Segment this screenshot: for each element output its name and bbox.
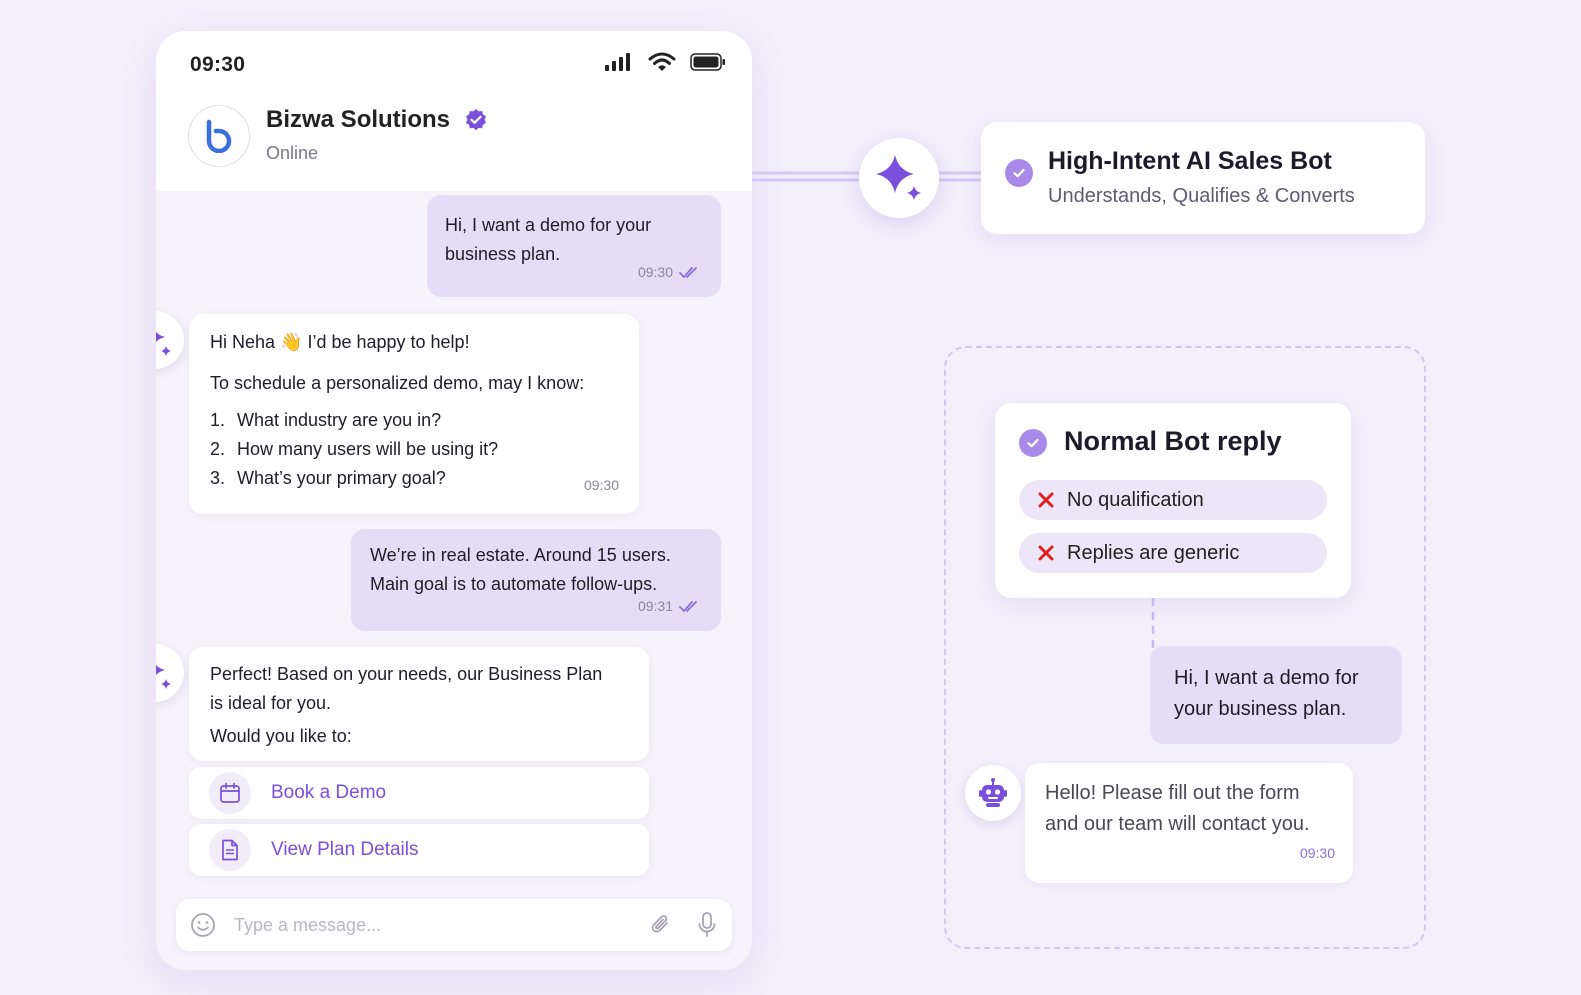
message-line: business plan.	[445, 244, 561, 264]
question-number: 3.	[210, 468, 226, 488]
message-meta: 09:30	[584, 471, 619, 500]
question-item: 2. How many users will be using it?	[210, 435, 618, 464]
view-plan-details-button[interactable]: View Plan Details	[189, 824, 649, 876]
check-icon	[1019, 429, 1047, 457]
message-time: 09:31	[637, 598, 673, 614]
outgoing-message[interactable]: Hi, I want a demo for your business plan…	[427, 195, 721, 297]
ai-card-title: High-Intent AI Sales Bot	[1048, 147, 1332, 175]
question-text: What industry are you in?	[237, 410, 442, 430]
contact-avatar[interactable]	[188, 105, 250, 167]
message-line: and our team will contact you.	[1045, 813, 1310, 835]
message-time: 09:30	[637, 264, 673, 280]
message-input[interactable]	[234, 914, 648, 936]
normal-bot-card: Normal Bot reply No qualification Replie…	[995, 403, 1351, 598]
calendar-icon	[209, 772, 251, 814]
phone-mockup: 09:30 Bizwa Solutions Online	[156, 31, 752, 970]
greeting-text: Hi Neha 👋 I’d be happy to help!	[210, 332, 470, 352]
message-line: your business plan.	[1174, 698, 1347, 720]
dashed-connector	[1151, 598, 1155, 648]
outgoing-message[interactable]: We’re in real estate. Around 15 users. M…	[351, 529, 721, 631]
ai-card-subtitle: Understands, Qualifies & Converts	[1048, 185, 1355, 207]
message-time: 09:30	[1299, 845, 1335, 861]
message-line: Hi, I want a demo for	[1174, 667, 1359, 689]
double-check-icon	[679, 266, 697, 278]
message-line: Would you like to:	[210, 726, 352, 746]
message-line: Perfect! Based on your needs, our Busine…	[210, 664, 603, 684]
document-icon	[209, 829, 251, 871]
question-number: 1.	[210, 410, 226, 430]
status-bar-time: 09:30	[190, 53, 246, 76]
message-line: We’re in real estate. Around 15 users.	[370, 545, 671, 565]
issue-text: Replies are generic	[1067, 541, 1240, 564]
issue-text: No qualification	[1067, 488, 1204, 511]
ai-sparkle-badge	[859, 138, 939, 218]
battery-icon	[690, 53, 725, 71]
bizwa-logo-icon	[206, 119, 232, 153]
message-meta: 09:31	[638, 592, 701, 621]
status-bar-icons	[604, 51, 726, 73]
incoming-message[interactable]: Hi Neha 👋 I’d be happy to help! To sched…	[189, 314, 639, 514]
signal-icon	[605, 53, 630, 71]
contact-name-text: Bizwa Solutions	[266, 106, 451, 133]
message-time: 09:30	[583, 477, 619, 493]
cross-icon	[1038, 492, 1054, 508]
contact-status: Online	[266, 143, 319, 163]
message-meta: 09:30	[638, 258, 701, 287]
book-demo-button[interactable]: Book a Demo	[189, 767, 649, 819]
question-text: How many users will be using it?	[237, 439, 499, 459]
normal-user-message: Hi, I want a demo for your business plan…	[1150, 646, 1402, 744]
issue-pill: Replies are generic	[1019, 533, 1327, 573]
normal-card-title: Normal Bot reply	[1064, 426, 1282, 456]
question-item: 1. What industry are you in?	[210, 406, 618, 435]
view-plan-details-label: View Plan Details	[271, 839, 419, 860]
question-item: 3. What’s your primary goal?	[210, 464, 618, 493]
ai-sales-bot-card: High-Intent AI Sales Bot Understands, Qu…	[981, 122, 1425, 234]
sparkle-icon	[156, 664, 171, 689]
message-line: Hi, I want a demo for your	[445, 215, 652, 235]
message-line: Hello! Please fill out the form	[1045, 782, 1300, 804]
message-line: is ideal for you.	[210, 693, 332, 713]
robot-avatar	[965, 765, 1021, 821]
sparkle-icon	[876, 155, 921, 200]
book-demo-label: Book a Demo	[271, 782, 387, 803]
incoming-message[interactable]: Perfect! Based on your needs, our Busine…	[189, 647, 649, 761]
question-text: What’s your primary goal?	[237, 468, 446, 488]
normal-bot-comparison	[944, 346, 1426, 949]
cross-icon	[1038, 545, 1054, 561]
robot-icon	[979, 778, 1007, 807]
question-number: 2.	[210, 439, 226, 459]
issue-pill: No qualification	[1019, 480, 1327, 520]
microphone-icon[interactable]	[696, 911, 718, 939]
double-check-icon	[679, 600, 697, 612]
message-composer	[176, 899, 732, 951]
question-list: 1. What industry are you in? 2. How many…	[210, 406, 618, 493]
wifi-icon	[648, 52, 676, 71]
paperclip-icon[interactable]	[648, 912, 674, 938]
sparkle-icon	[156, 331, 171, 356]
emoji-icon[interactable]	[190, 912, 216, 938]
verified-badge-icon	[466, 109, 487, 131]
check-icon	[1005, 159, 1033, 187]
message-line: Main goal is to automate follow-ups.	[370, 574, 658, 594]
message-meta: 09:30	[1300, 838, 1335, 869]
normal-bot-reply: Hello! Please fill out the form and our …	[1025, 763, 1353, 883]
intro-text: To schedule a personalized demo, may I k…	[210, 373, 585, 393]
contact-name: Bizwa Solutions	[266, 106, 488, 134]
